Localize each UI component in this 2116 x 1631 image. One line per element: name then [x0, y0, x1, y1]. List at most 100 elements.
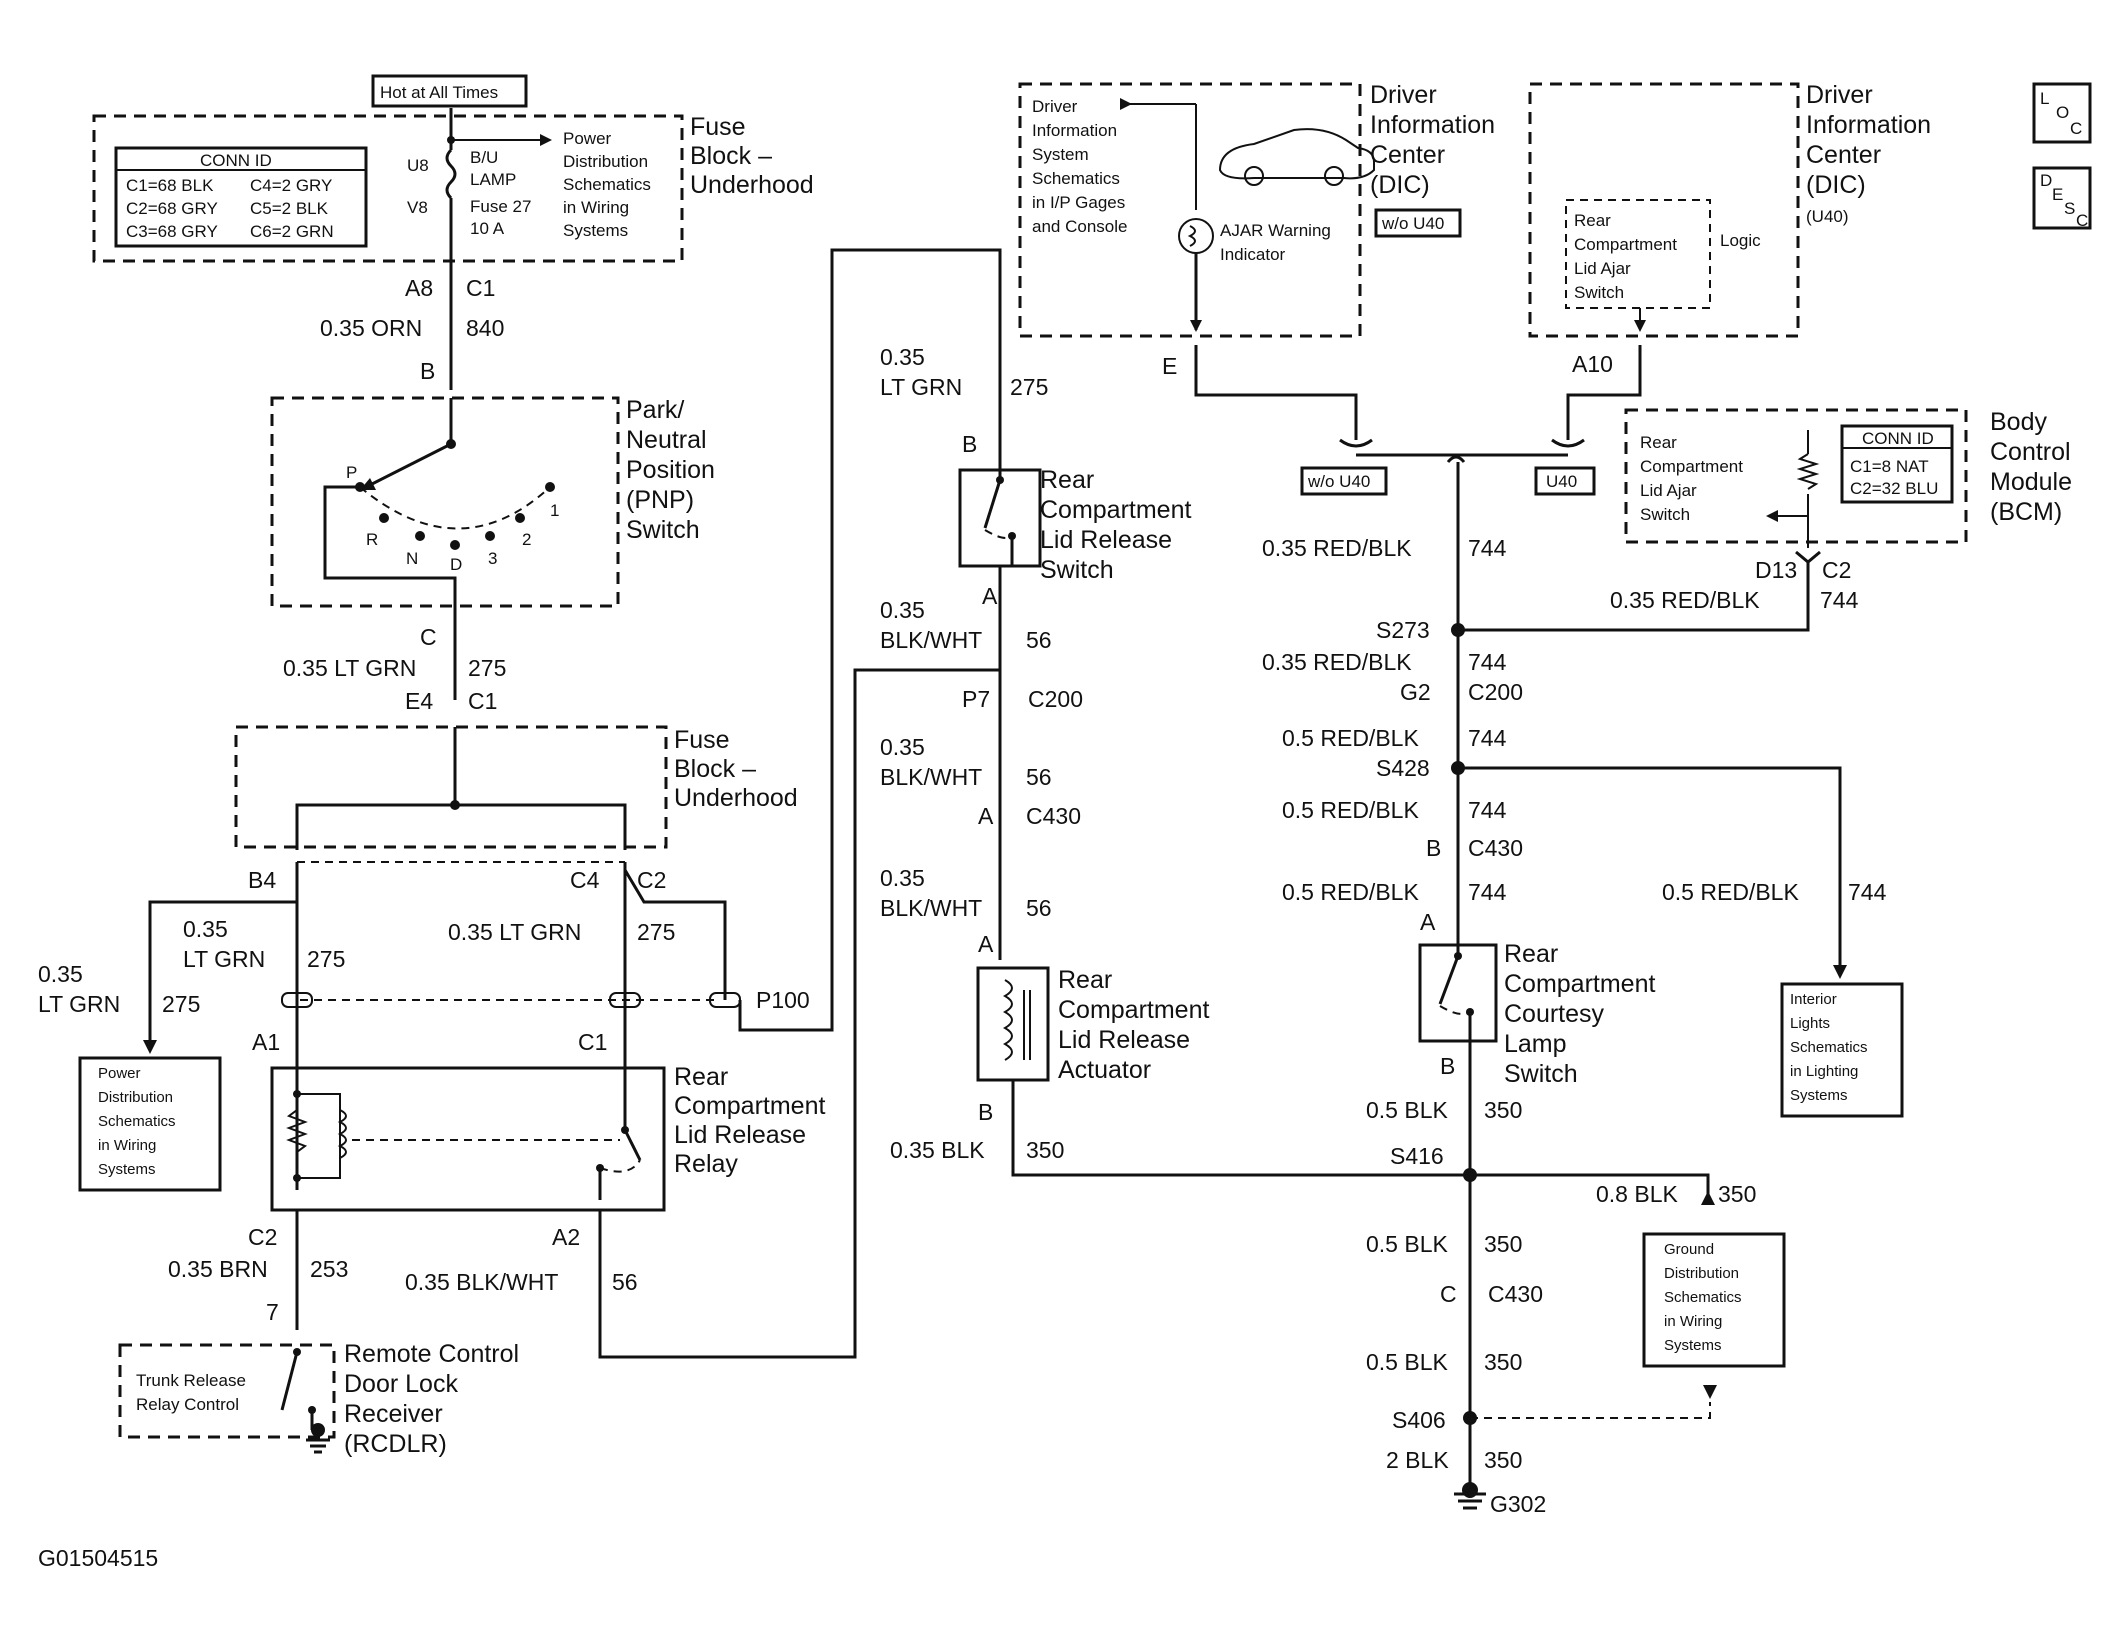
svg-text:56: 56 — [1026, 895, 1052, 921]
wire-275-b4: B4 0.35 LT GRN 275 0.35 LT GRN 275 — [38, 862, 345, 1060]
svg-text:0.35: 0.35 — [880, 865, 925, 891]
wire-744: 0.35 RED/BLK 744 S273 0.35 RED/BLK 744 G… — [1262, 462, 1887, 979]
svg-text:275: 275 — [1010, 374, 1048, 400]
svg-text:AJAR Warning: AJAR Warning — [1220, 221, 1331, 240]
svg-text:Schematics: Schematics — [98, 1113, 176, 1130]
svg-text:C200: C200 — [1468, 679, 1523, 705]
svg-text:C1: C1 — [466, 275, 495, 301]
svg-text:w/o U40: w/o U40 — [1381, 214, 1444, 233]
svg-text:S428: S428 — [1376, 755, 1430, 781]
svg-text:Lid Release: Lid Release — [1058, 1026, 1190, 1054]
svg-text:A: A — [978, 803, 994, 829]
svg-text:CONN ID: CONN ID — [1862, 429, 1934, 448]
svg-text:0.35 RED/BLK: 0.35 RED/BLK — [1610, 587, 1760, 613]
svg-text:C6=2 GRN: C6=2 GRN — [250, 222, 334, 241]
svg-text:Driver: Driver — [1370, 81, 1437, 109]
svg-text:C430: C430 — [1026, 803, 1081, 829]
svg-text:Rear: Rear — [1040, 466, 1094, 494]
svg-text:Compartment: Compartment — [1574, 235, 1677, 254]
loc-icon[interactable]: L O C — [2032, 82, 2092, 144]
svg-text:S: S — [2064, 199, 2075, 218]
svg-text:(RCDLR): (RCDLR) — [344, 1430, 447, 1458]
svg-text:(BCM): (BCM) — [1990, 498, 2062, 526]
svg-text:C: C — [2070, 119, 2082, 138]
svg-text:Trunk Release: Trunk Release — [136, 1371, 246, 1390]
svg-text:Rear: Rear — [1640, 433, 1677, 452]
svg-text:CONN ID: CONN ID — [200, 151, 272, 170]
svg-text:C1: C1 — [578, 1029, 607, 1055]
svg-text:Systems: Systems — [98, 1161, 156, 1178]
svg-text:56: 56 — [612, 1269, 638, 1295]
svg-text:in Lighting: in Lighting — [1790, 1063, 1858, 1080]
svg-text:C200: C200 — [1028, 686, 1083, 712]
svg-text:(U40): (U40) — [1806, 207, 1849, 226]
svg-text:Switch: Switch — [1504, 1060, 1578, 1088]
wire-840: A8 C1 0.35 ORN 840 B — [320, 250, 504, 390]
wire-275-switch: 0.35 LT GRN 275 B — [880, 344, 1048, 457]
svg-text:Body: Body — [1990, 408, 2047, 436]
svg-text:O: O — [2056, 103, 2069, 122]
svg-text:Center: Center — [1370, 141, 1445, 169]
svg-text:R: R — [366, 530, 378, 549]
svg-text:Distribution: Distribution — [98, 1089, 173, 1106]
ground-distribution-ref: Ground Distribution Schematics in Wiring… — [1642, 1232, 1786, 1368]
svg-text:Remote Control: Remote Control — [344, 1340, 519, 1368]
svg-text:0.35 BLK: 0.35 BLK — [890, 1137, 985, 1163]
svg-text:Schematics: Schematics — [563, 175, 651, 194]
svg-text:Lid Release: Lid Release — [674, 1121, 806, 1149]
svg-text:Center: Center — [1806, 141, 1881, 169]
svg-text:B/U: B/U — [470, 148, 498, 167]
svg-text:w/o U40: w/o U40 — [1307, 472, 1370, 491]
svg-text:C3=68 GRY: C3=68 GRY — [126, 222, 218, 241]
svg-text:0.35: 0.35 — [183, 916, 228, 942]
svg-text:744: 744 — [1468, 797, 1507, 823]
svg-text:System: System — [1032, 145, 1089, 164]
svg-text:Fuse: Fuse — [690, 113, 746, 141]
svg-text:B: B — [1440, 1053, 1455, 1079]
svg-text:1: 1 — [550, 501, 559, 520]
svg-text:0.35: 0.35 — [880, 734, 925, 760]
svg-text:10 A: 10 A — [470, 219, 505, 238]
svg-text:Door Lock: Door Lock — [344, 1370, 458, 1398]
wire-275-pnp: C 0.35 LT GRN 275 E4 C1 — [283, 606, 506, 714]
svg-text:Lights: Lights — [1790, 1015, 1830, 1032]
svg-text:Compartment: Compartment — [1058, 996, 1209, 1024]
svg-text:2 BLK: 2 BLK — [1386, 1447, 1449, 1473]
svg-text:3: 3 — [488, 549, 497, 568]
svg-text:275: 275 — [637, 919, 675, 945]
svg-text:0.8 BLK: 0.8 BLK — [1596, 1181, 1678, 1207]
svg-text:275: 275 — [162, 991, 200, 1017]
svg-text:Module: Module — [1990, 468, 2072, 496]
wire-350: 0.5 BLK 350 S416 0.8 BLK 350 0.5 BLK 350… — [1366, 1041, 1756, 1517]
svg-text:A2: A2 — [552, 1224, 580, 1250]
svg-text:Driver: Driver — [1032, 97, 1078, 116]
svg-text:P100: P100 — [756, 987, 810, 1013]
svg-text:Indicator: Indicator — [1220, 245, 1286, 264]
svg-text:Block –: Block – — [674, 755, 756, 783]
svg-text:Information: Information — [1370, 111, 1495, 139]
svg-text:B4: B4 — [248, 867, 276, 893]
svg-text:P7: P7 — [962, 686, 990, 712]
svg-text:BLK/WHT: BLK/WHT — [880, 764, 982, 790]
svg-text:E4: E4 — [405, 688, 433, 714]
svg-text:0.35: 0.35 — [880, 597, 925, 623]
svg-text:C4=2 GRY: C4=2 GRY — [250, 176, 332, 195]
svg-text:LT GRN: LT GRN — [880, 374, 962, 400]
svg-text:Switch: Switch — [1640, 505, 1690, 524]
svg-text:C1=68 BLK: C1=68 BLK — [126, 176, 214, 195]
svg-text:744: 744 — [1820, 587, 1859, 613]
svg-text:(DIC): (DIC) — [1806, 171, 1866, 199]
power-distribution-ref-left: Power Distribution Schematics in Wiring … — [78, 1056, 222, 1192]
svg-text:Lid Release: Lid Release — [1040, 526, 1172, 554]
svg-text:350: 350 — [1484, 1349, 1522, 1375]
svg-text:0.35 RED/BLK: 0.35 RED/BLK — [1262, 649, 1412, 675]
svg-text:Switch: Switch — [1574, 283, 1624, 302]
svg-text:0.35 RED/BLK: 0.35 RED/BLK — [1262, 535, 1412, 561]
svg-text:350: 350 — [1484, 1231, 1522, 1257]
svg-text:in Wiring: in Wiring — [98, 1137, 156, 1154]
desc-icon[interactable]: D E S C — [2032, 166, 2092, 230]
svg-text:7: 7 — [266, 1299, 279, 1325]
lid-release-switch: Rear Compartment Lid Release Switch A — [958, 460, 1191, 609]
svg-text:0.35 BLK/WHT: 0.35 BLK/WHT — [405, 1269, 558, 1295]
svg-text:0.35 ORN: 0.35 ORN — [320, 315, 422, 341]
